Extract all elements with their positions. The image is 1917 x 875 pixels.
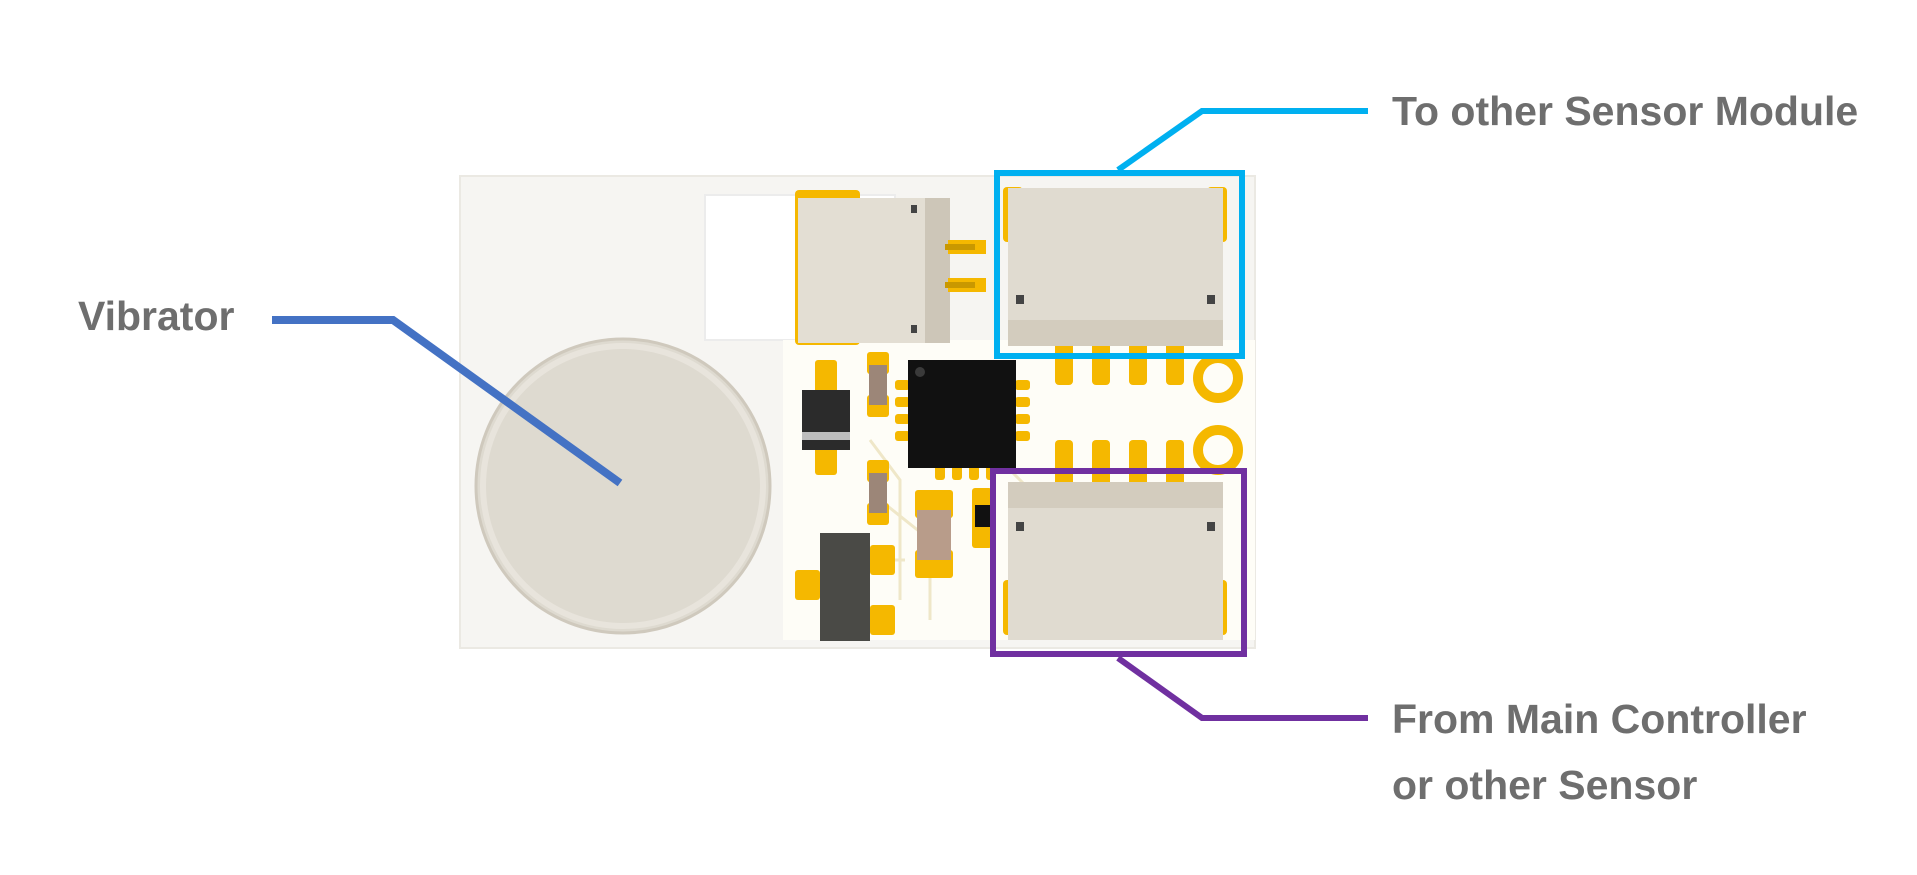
regulator-icon: [795, 533, 895, 641]
input-connector-label-line1: From Main Controller: [1392, 696, 1807, 742]
output-connector-callout-box: [994, 170, 1245, 359]
input-connector-label-line2: or other Sensor: [1392, 762, 1698, 808]
vibrator-label: Vibrator: [78, 293, 235, 339]
resistor-icon: [867, 460, 889, 525]
transistor-icon: [972, 488, 992, 548]
vibrator-connector-icon: [795, 190, 986, 345]
vibrator-leader-line: [272, 316, 623, 487]
output-connector-label: To other Sensor Module: [1392, 88, 1859, 134]
input-connector-leader-line: [1116, 655, 1368, 721]
resistor-icon: [867, 352, 889, 417]
ic-chip-icon: [895, 360, 1030, 480]
output-connector-icon: [1003, 187, 1227, 385]
vibrator-motor-disc-icon: [474, 337, 772, 635]
input-connector-callout-box: [990, 468, 1247, 657]
capacitor-icon: [915, 490, 953, 578]
output-connector-leader-line: [1116, 108, 1368, 173]
input-connector-label: From Main Controller or other Sensor: [1392, 686, 1807, 818]
input-connector-icon: [1003, 440, 1227, 640]
diode-icon: [802, 360, 850, 475]
